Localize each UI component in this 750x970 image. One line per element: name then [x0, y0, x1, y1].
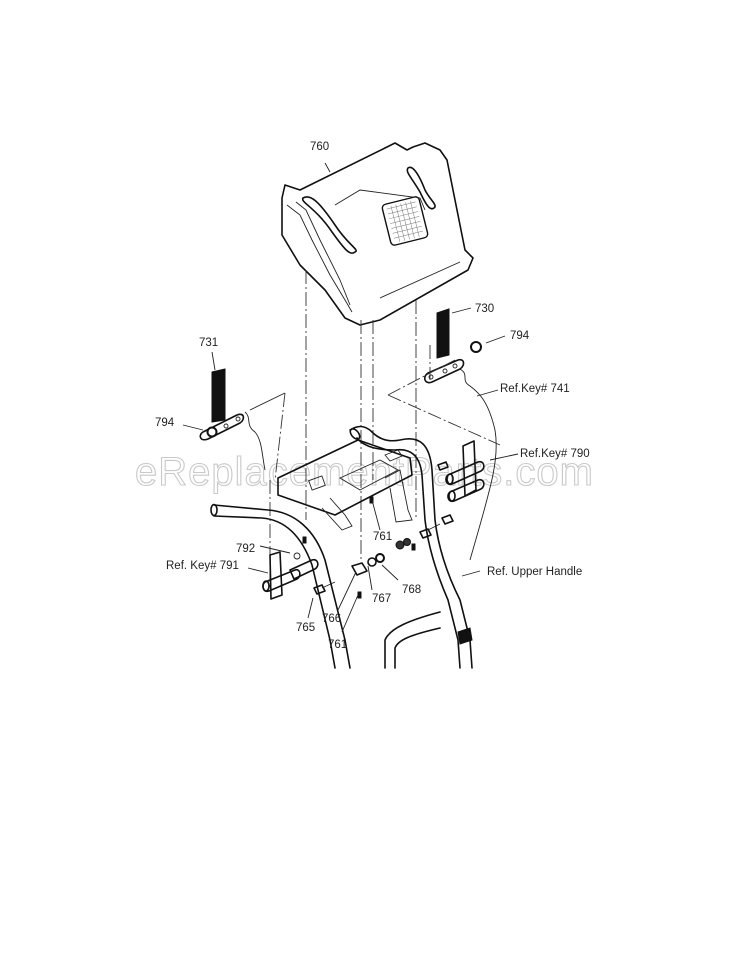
bolt-766[interactable]	[313, 581, 336, 595]
nut-794-right[interactable]	[470, 341, 482, 353]
label-790: Ref.Key# 790	[520, 448, 590, 460]
watermark: eReplacementParts.com	[135, 450, 594, 494]
cable-741[interactable]	[459, 368, 497, 561]
label-765: 766	[322, 613, 341, 625]
lever-left[interactable]	[199, 413, 245, 441]
label-760: 760	[310, 141, 329, 153]
label-761-lower: 761	[328, 639, 347, 651]
washer-767[interactable]	[367, 557, 377, 567]
nut-768[interactable]	[375, 538, 411, 563]
label-792: 792	[236, 543, 255, 555]
label-794-right: 794	[510, 330, 530, 342]
label-768: 768	[402, 584, 421, 596]
label-767: 767	[372, 593, 391, 605]
shroud-760[interactable]	[281, 142, 474, 326]
label-791: Ref. Key# 791	[166, 560, 239, 572]
label-731: 731	[199, 337, 218, 349]
grip-731[interactable]	[211, 368, 226, 423]
label-730: 730	[475, 303, 494, 315]
label-794-left: 794	[155, 417, 175, 429]
bracket-791[interactable]	[262, 551, 319, 600]
bracket-765[interactable]	[351, 562, 368, 576]
bracket-790[interactable]	[437, 440, 485, 503]
label-766: 765	[296, 622, 315, 634]
label-761-upper: 761	[373, 531, 392, 543]
upper-handle[interactable]	[210, 425, 473, 669]
grip-730[interactable]	[436, 308, 450, 359]
lever-right[interactable]	[423, 358, 465, 384]
label-upper-handle: Ref. Upper Handle	[487, 566, 582, 578]
label-741: Ref.Key# 741	[500, 383, 570, 395]
